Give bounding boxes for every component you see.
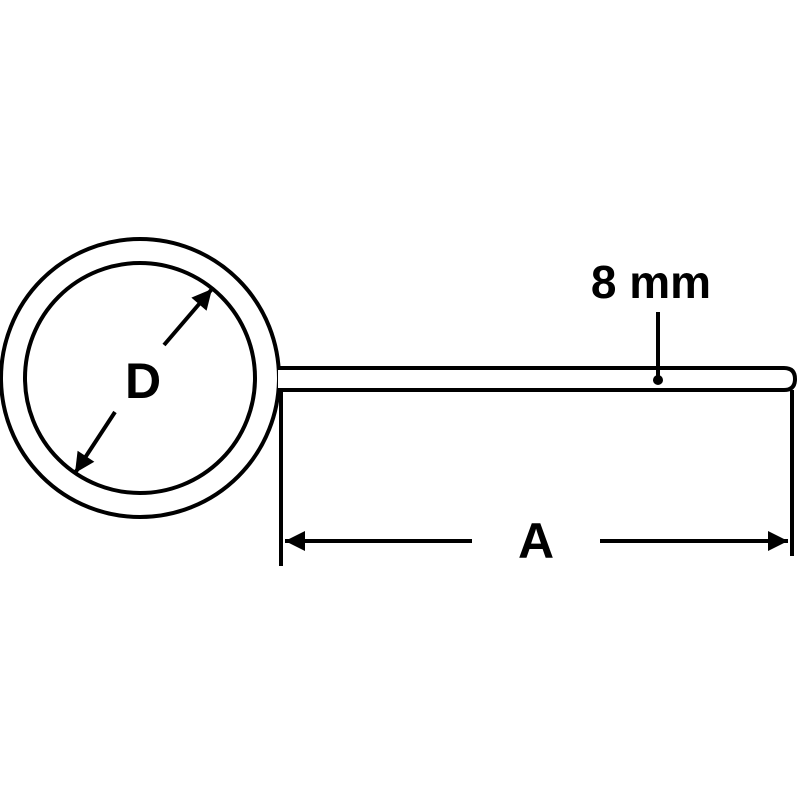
rod-size-leader-dot	[653, 375, 663, 385]
diameter-arrow-lower	[73, 410, 117, 475]
rod-size-callout: 8 mm	[591, 256, 711, 385]
diameter-dimension: D	[73, 287, 214, 475]
diameter-label: D	[125, 353, 161, 409]
ring-inner-circle	[23, 261, 257, 495]
rod-handle	[278, 366, 798, 392]
length-label: A	[518, 513, 554, 569]
length-dimension: A	[279, 390, 794, 569]
diameter-arrow-upper	[162, 287, 214, 347]
rod-size-label: 8 mm	[591, 256, 711, 308]
